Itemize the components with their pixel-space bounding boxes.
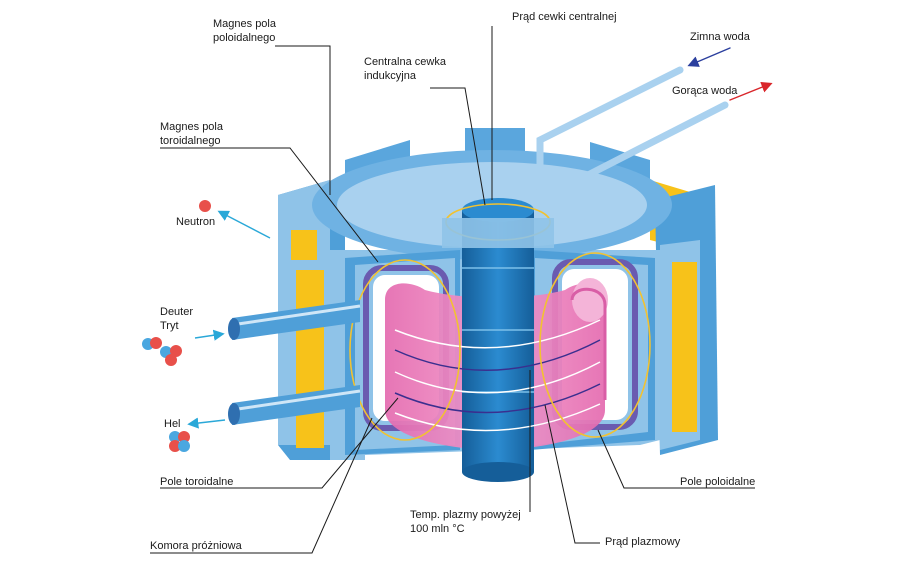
central-solenoid <box>462 198 534 482</box>
hot-water-pipe <box>584 101 729 222</box>
cooling-pipes <box>536 47 773 222</box>
toroidal-line-5 <box>394 403 601 432</box>
label-deuter: Deuter <box>160 306 194 318</box>
label-magnes-pola-toroidalnego-2: toroidalnego <box>160 135 221 147</box>
injection-ports <box>228 300 361 425</box>
neutron-particle <box>199 200 211 212</box>
label-centralna-cewka-2: indukcyjna <box>364 70 416 82</box>
helium-arrow <box>187 417 226 429</box>
toroidal-line-3 <box>394 361 601 394</box>
yellow-coil-left <box>296 270 324 448</box>
label-hel: Hel <box>164 418 181 430</box>
label-pole-poloidalne: Pole poloidalne <box>680 476 756 488</box>
fuel-pipe-end <box>228 318 240 340</box>
label-prad-plazmowy: Prąd plazmowy <box>605 536 681 548</box>
poloidal-loop-left <box>349 259 461 441</box>
central-column-bottom <box>462 462 534 482</box>
cold-water-pipe <box>536 66 684 192</box>
label-temp-plazmy-1: Temp. plazmy powyżej <box>410 509 521 521</box>
top-flange <box>442 218 554 248</box>
label-komora-prozniowa: Komora próżniowa <box>150 540 242 552</box>
leader-magnes-toroidalny <box>160 147 379 263</box>
yellow-coil-left-upper <box>291 230 317 260</box>
label-temp-plazmy-2: 100 mln °C <box>410 523 465 535</box>
poloidal-loop-right <box>539 252 651 438</box>
fuel-injection-pipe-highlight <box>237 304 361 326</box>
plasma-right-arc <box>570 287 607 400</box>
label-prad-cewki-centralnej: Prąd cewki centralnej <box>512 11 617 23</box>
label-magnes-pola-poloidalnego-1: Magnes pola <box>213 18 276 30</box>
central-column <box>462 210 534 472</box>
leader-lines <box>150 26 755 554</box>
leader-centralna-cewka <box>430 87 486 206</box>
flange-rect <box>442 218 554 248</box>
label-tryt: Tryt <box>160 320 179 332</box>
neutron-arrow <box>217 210 271 239</box>
label-centralna-cewka-1: Centralna cewka <box>364 56 446 68</box>
label-zimna-woda: Zimna woda <box>690 31 750 43</box>
toroidal-line-4 <box>394 383 601 414</box>
deuterium-particle <box>142 337 162 350</box>
leader-pole-poloidalne <box>597 429 755 489</box>
cold-water-arrow <box>687 47 731 67</box>
helium-exhaust-pipe-highlight <box>237 389 361 411</box>
central-column-top <box>462 198 534 222</box>
plasma-right-cap <box>572 278 608 322</box>
fuel-arrow <box>194 329 225 341</box>
leader-pole-toroidalne <box>160 397 399 489</box>
particles <box>142 200 211 452</box>
helium-pipe-end <box>228 403 240 425</box>
leader-prad-plazmowy <box>544 404 600 544</box>
yellow-coil-right <box>672 262 697 432</box>
leader-magnes-poloidalny <box>275 45 331 195</box>
particle-arrows <box>187 210 271 429</box>
toroidal-line-1 <box>394 319 601 349</box>
plasma-current-lines <box>394 319 601 432</box>
label-goraca-woda: Gorąca woda <box>672 85 738 97</box>
label-neutron: Neutron <box>176 216 216 228</box>
toroidal-line-2 <box>394 339 601 371</box>
leader-komora <box>150 417 373 554</box>
label-magnes-pola-poloidalnego-2: poloidalnego <box>213 32 276 44</box>
label-magnes-pola-toroidalnego-1: Magnes pola <box>160 121 223 133</box>
hot-water-arrow <box>729 81 773 101</box>
helium-particle <box>169 431 190 452</box>
tritium-particle <box>160 345 182 366</box>
label-pole-toroidalne: Pole toroidalne <box>160 476 234 488</box>
